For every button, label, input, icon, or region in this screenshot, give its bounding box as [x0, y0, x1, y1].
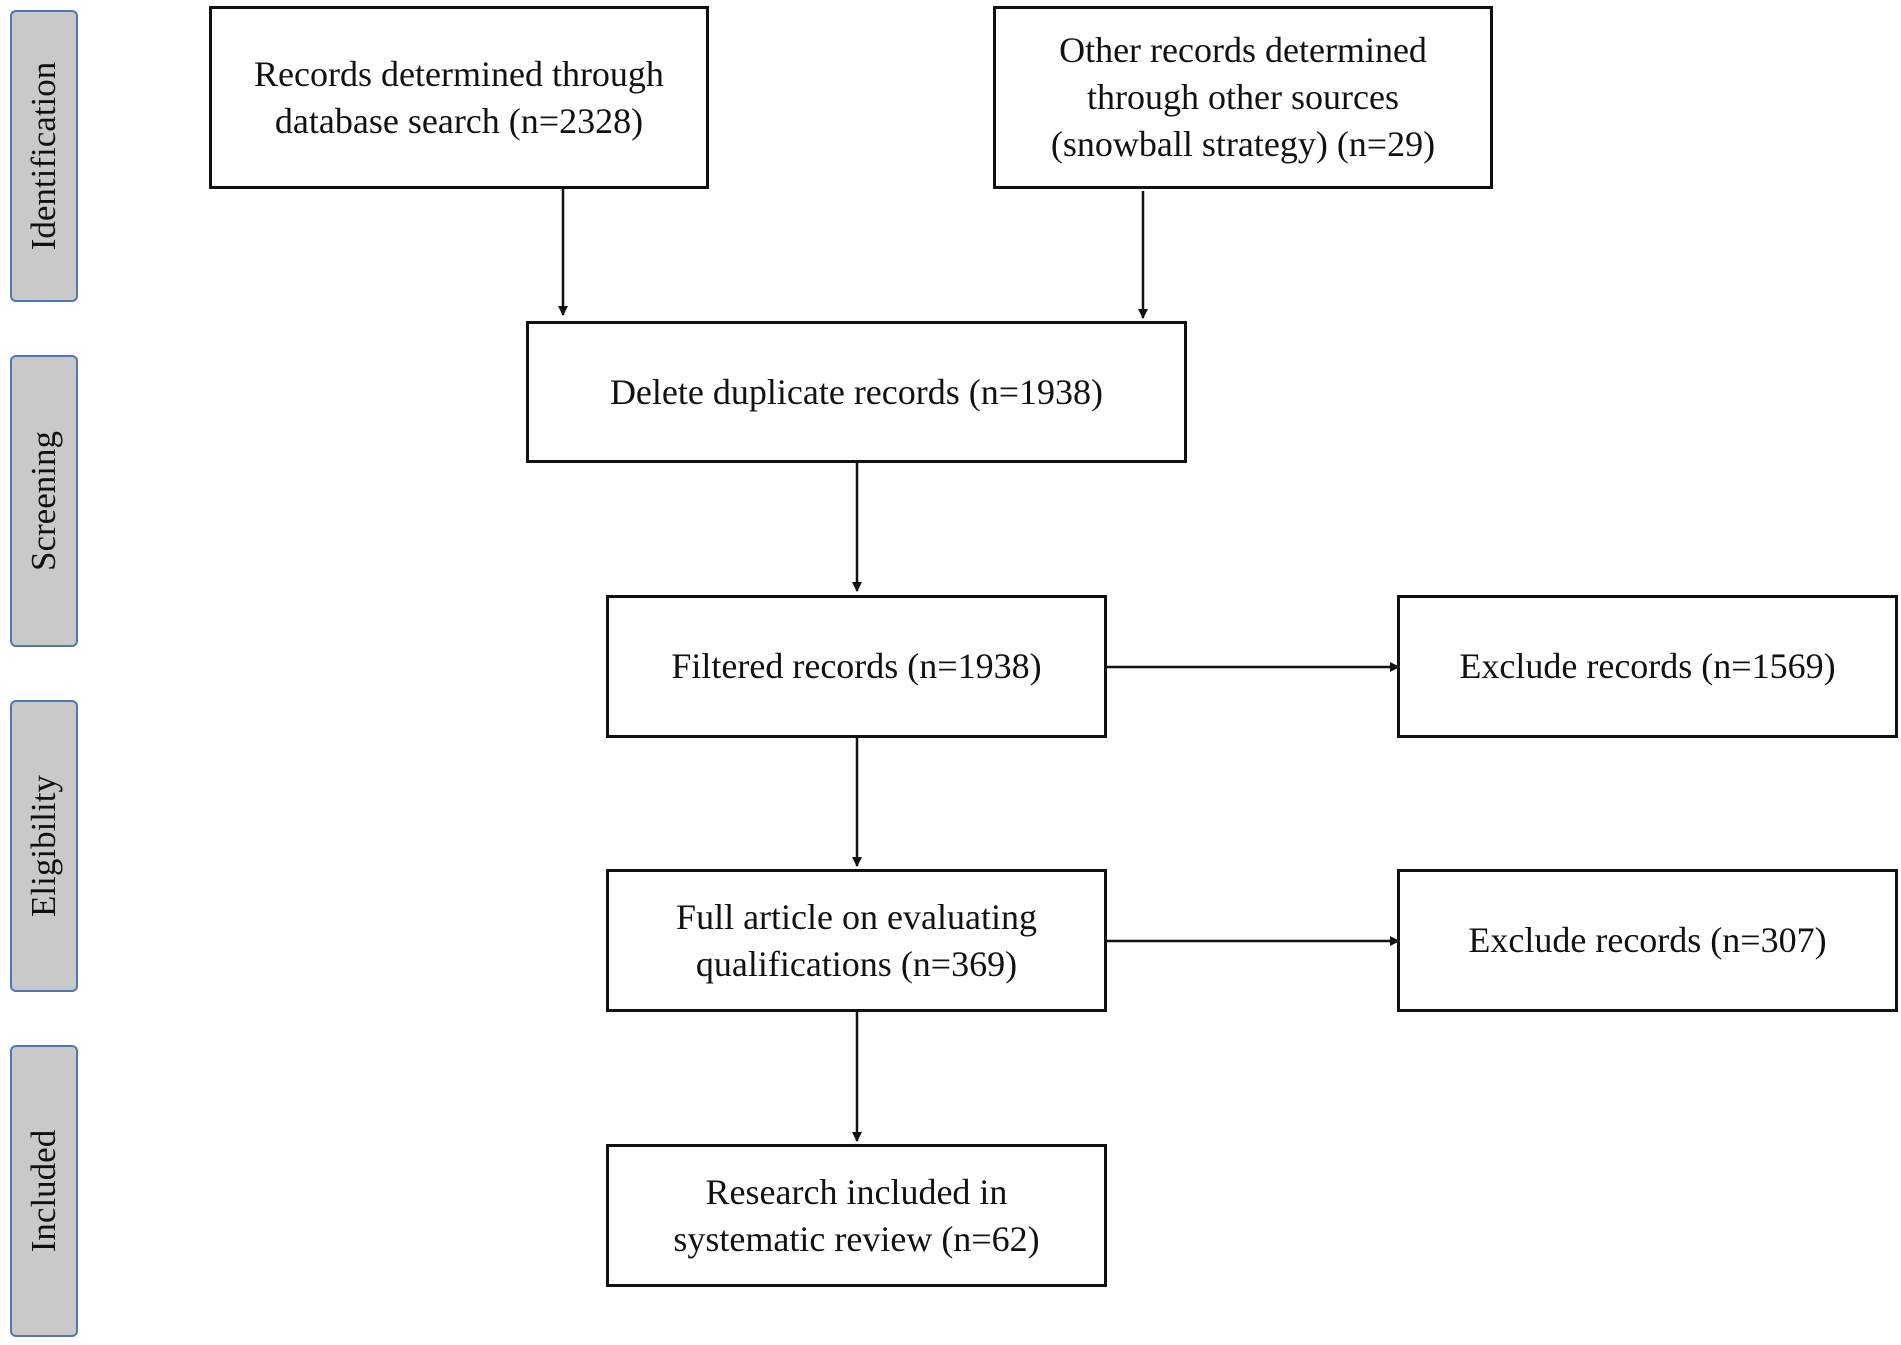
node-delete-duplicates-text: Delete duplicate records (n=1938) — [609, 371, 1104, 412]
stage-label-eligibility: Eligibility — [10, 700, 78, 992]
node-filtered-records-text: Filtered records (n=1938) — [671, 646, 1042, 686]
stage-label-screening: Screening — [10, 355, 78, 647]
stage-label-text: Screening — [24, 431, 63, 571]
stage-label-text: Identification — [24, 61, 63, 251]
stage-label-text: Eligibility — [24, 775, 63, 917]
stage-label-included: Included — [10, 1045, 78, 1337]
node-research-included: Research included in systematic review (… — [606, 1144, 1107, 1287]
node-database-search: Records determined through database sear… — [209, 6, 709, 189]
node-filtered-records: Filtered records (n=1938) — [606, 595, 1107, 738]
node-full-article: Full article on evaluating qualification… — [606, 869, 1107, 1012]
node-exclude-records-screening-text: Exclude records (n=1569) — [1459, 646, 1836, 686]
node-other-sources: Other records determined through other s… — [993, 6, 1493, 189]
node-database-search-text: Records determined through database sear… — [254, 53, 664, 141]
node-delete-duplicates: Delete duplicate records (n=1938) — [526, 321, 1187, 463]
node-exclude-records-eligibility-text: Exclude records (n=307) — [1468, 920, 1827, 960]
node-exclude-records-eligibility: Exclude records (n=307) — [1397, 869, 1898, 1012]
node-other-sources-text: Other records determined through other s… — [1050, 30, 1436, 164]
node-exclude-records-screening: Exclude records (n=1569) — [1397, 595, 1898, 738]
node-full-article-text: Full article on evaluating qualification… — [676, 896, 1037, 984]
node-research-included-text: Research included in systematic review (… — [673, 1171, 1040, 1259]
stage-label-identification: Identification — [10, 10, 78, 302]
stage-label-text: Included — [24, 1129, 63, 1253]
